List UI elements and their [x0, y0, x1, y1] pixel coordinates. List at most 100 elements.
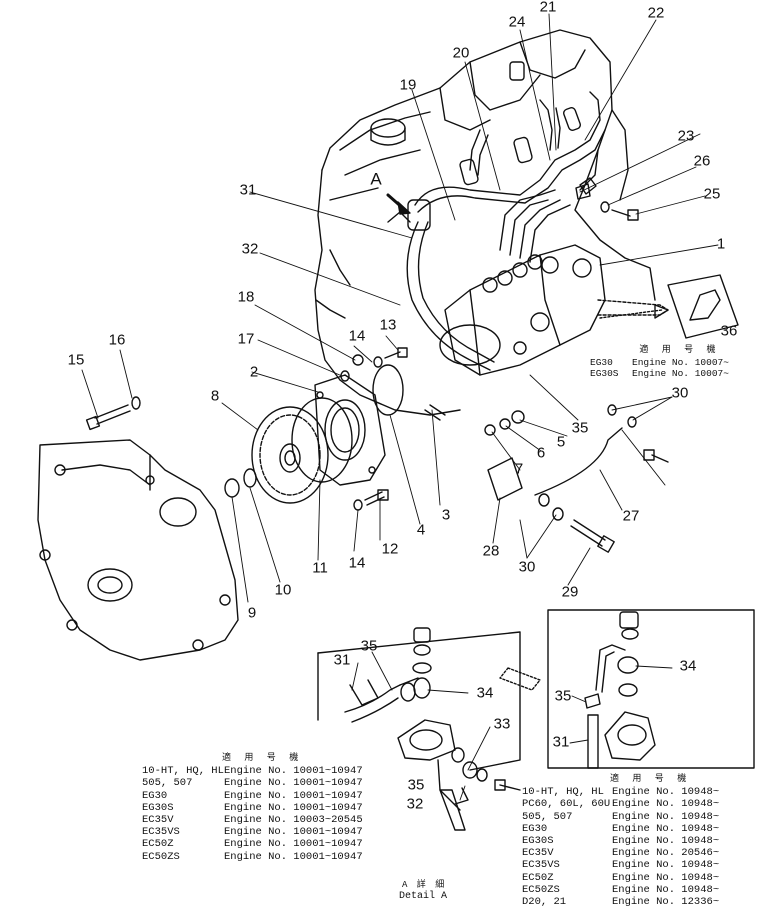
callout-17: 17	[237, 330, 255, 348]
callout-14b: 14	[348, 554, 366, 572]
callout-31b: 31	[333, 651, 351, 669]
callout-31c: 31	[552, 733, 570, 751]
return-hose	[387, 199, 495, 371]
fasteners	[85, 183, 739, 553]
callout-27: 27	[622, 507, 640, 525]
serial-table-36: 適 用 号 機 EG30 Engine No. 10007~ EG30S Eng…	[590, 345, 729, 379]
model-cell: 10-HT, HQ, HL	[522, 786, 604, 799]
callout-35c: 35	[571, 419, 589, 437]
callout-10: 10	[274, 581, 292, 599]
model-cell: EG30S	[142, 801, 174, 814]
model-cell: EC35VS	[142, 826, 180, 839]
callout-30a: 30	[671, 384, 689, 402]
table-row: EC35VS Engine No. 10948~	[522, 859, 719, 871]
model-cell: EC50ZS	[142, 850, 180, 863]
serial-cell: Engine No. 10003~20545	[224, 814, 363, 827]
serial-cell: Engine No. 10948~	[612, 883, 720, 896]
serial-table-right-header: 適 用 号 機	[610, 774, 691, 784]
serial-cell: Engine No. 10001~10947	[224, 777, 363, 790]
model-cell: EG30S	[522, 835, 554, 848]
callout-14a: 14	[348, 327, 366, 345]
callout-34a: 34	[476, 684, 494, 702]
serial-cell: Engine No. 10948~	[612, 810, 720, 823]
drive-gear	[251, 406, 329, 504]
table-row: D20, 21 Engine No. 12336~	[522, 896, 719, 908]
serial-cell: Engine No. 20546~	[612, 847, 720, 860]
pump-flange	[291, 374, 386, 486]
callout-18: 18	[237, 288, 255, 306]
table-row: 10-HT, HQ, HL Engine No. 10948~	[522, 786, 719, 798]
table-row: 505, 507 Engine No. 10001~10947	[142, 777, 363, 789]
serial-cell: Engine No. 10948~	[612, 835, 720, 848]
callout-20: 20	[452, 44, 470, 62]
callout-30b: 30	[518, 558, 536, 576]
model-cell: 10-HT, HQ, HL	[142, 765, 224, 778]
callout-6: 6	[536, 444, 546, 462]
model-cell: EC50Z	[142, 838, 174, 851]
model-cell: EC50Z	[522, 871, 554, 884]
model-cell: EC35VS	[522, 859, 560, 872]
callout-25: 25	[703, 185, 721, 203]
detail-a-caption-jp: A 詳 細	[402, 880, 447, 890]
callout-9: 9	[247, 604, 257, 622]
serial-cell: Engine No. 10007~	[632, 368, 729, 379]
view-arrow-a	[386, 193, 411, 215]
serial-cell: Engine No. 10948~	[612, 859, 720, 872]
callout-7: 7	[514, 460, 524, 478]
model-cell: 505, 507	[142, 777, 193, 790]
callout-15: 15	[67, 351, 85, 369]
callout-12: 12	[381, 540, 399, 558]
serial-table-left-header: 適 用 号 機	[222, 753, 303, 763]
callout-23: 23	[677, 127, 695, 145]
callout-35b: 35	[407, 776, 425, 794]
model-cell: D20, 21	[522, 896, 567, 909]
callout-29: 29	[561, 583, 579, 601]
serial-cell: Engine No. 10948~	[612, 786, 720, 799]
leader-lines	[81, 13, 719, 801]
callout-4: 4	[416, 521, 426, 539]
callout-13: 13	[379, 316, 397, 334]
callout-36: 36	[720, 322, 738, 340]
model-cell: EC50ZS	[522, 883, 560, 896]
injection-pipes	[414, 61, 606, 263]
callout-35a: 35	[360, 637, 378, 655]
table-row: EC50Z Engine No. 10948~	[522, 872, 719, 884]
callout-16: 16	[108, 331, 126, 349]
callout-11: 11	[312, 559, 328, 577]
serial-table-36-header: 適 用 号 機	[639, 345, 720, 355]
callout-8: 8	[210, 387, 220, 405]
callout-21: 21	[539, 0, 557, 16]
table-row: EG30S Engine No. 10948~	[522, 835, 719, 847]
model-cell: EG30	[590, 357, 613, 368]
serial-cell: Engine No. 12336~	[612, 896, 720, 909]
detail-boxes	[317, 609, 755, 831]
callout-24: 24	[508, 13, 526, 31]
engine-block	[314, 29, 656, 416]
timing-gear-case	[37, 439, 239, 661]
table-row: EC50Z Engine No. 10001~10947	[142, 838, 363, 850]
table-row: EG30 Engine No. 10007~	[590, 357, 729, 368]
callout-22: 22	[647, 4, 665, 22]
serial-cell: Engine No. 10948~	[612, 822, 720, 835]
model-cell: EG30S	[590, 368, 619, 379]
serial-cell: Engine No. 10001~10947	[224, 789, 363, 802]
callout-32a: 32	[241, 240, 259, 258]
table-row: EC35V Engine No. 10003~20545	[142, 814, 363, 826]
callout-26: 26	[693, 152, 711, 170]
serial-cell: Engine No. 10948~	[612, 871, 720, 884]
callout-5: 5	[556, 433, 566, 451]
serial-cell: Engine No. 10001~10947	[224, 838, 363, 851]
callout-1: 1	[716, 235, 726, 253]
callout-35d: 35	[554, 687, 572, 705]
model-cell: EC35V	[142, 814, 174, 827]
callout-2: 2	[249, 363, 259, 381]
serial-cell: Engine No. 10007~	[632, 357, 729, 368]
callout-19: 19	[399, 76, 417, 94]
serial-cell: Engine No. 10001~10947	[224, 826, 363, 839]
